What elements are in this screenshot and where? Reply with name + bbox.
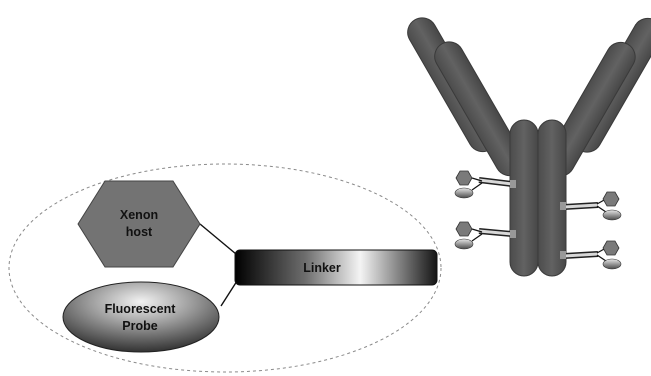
mini-probe-ellipse xyxy=(454,238,474,250)
mini-probe-ellipse xyxy=(602,209,622,221)
antibody-right-stem xyxy=(537,119,567,277)
connector-xenon-linker xyxy=(199,223,237,255)
mini-xenon-hexagon xyxy=(455,221,473,237)
xenon-host-label-line1: Xenon xyxy=(120,208,158,222)
zoom-dashed-ellipse xyxy=(8,163,442,373)
xenon-host-hexagon xyxy=(77,180,201,268)
conjugate-left-upper xyxy=(454,170,516,199)
mini-xenon-hexagon xyxy=(455,170,473,186)
conjugate-left-lower xyxy=(454,221,516,250)
mini-probe-ellipse xyxy=(602,258,622,270)
connector-probe-linker xyxy=(220,280,238,307)
mini-xenon-hexagon xyxy=(602,240,620,256)
fluorescent-probe-ellipse xyxy=(62,281,220,353)
conjugate-right-lower xyxy=(560,240,622,270)
fluorescent-probe-label-line1: Fluorescent xyxy=(105,302,177,316)
linker-bar xyxy=(234,249,438,286)
xenon-host-label-line2: host xyxy=(126,225,153,239)
fluorescent-probe-label-line2: Probe xyxy=(122,319,157,333)
mini-probe-ellipse xyxy=(454,187,474,199)
linker-label: Linker xyxy=(303,261,341,275)
antibody-left-stem xyxy=(509,119,539,277)
mini-xenon-hexagon xyxy=(602,191,620,207)
conjugate-right-upper xyxy=(560,191,622,221)
antibody-illustration xyxy=(407,17,651,277)
